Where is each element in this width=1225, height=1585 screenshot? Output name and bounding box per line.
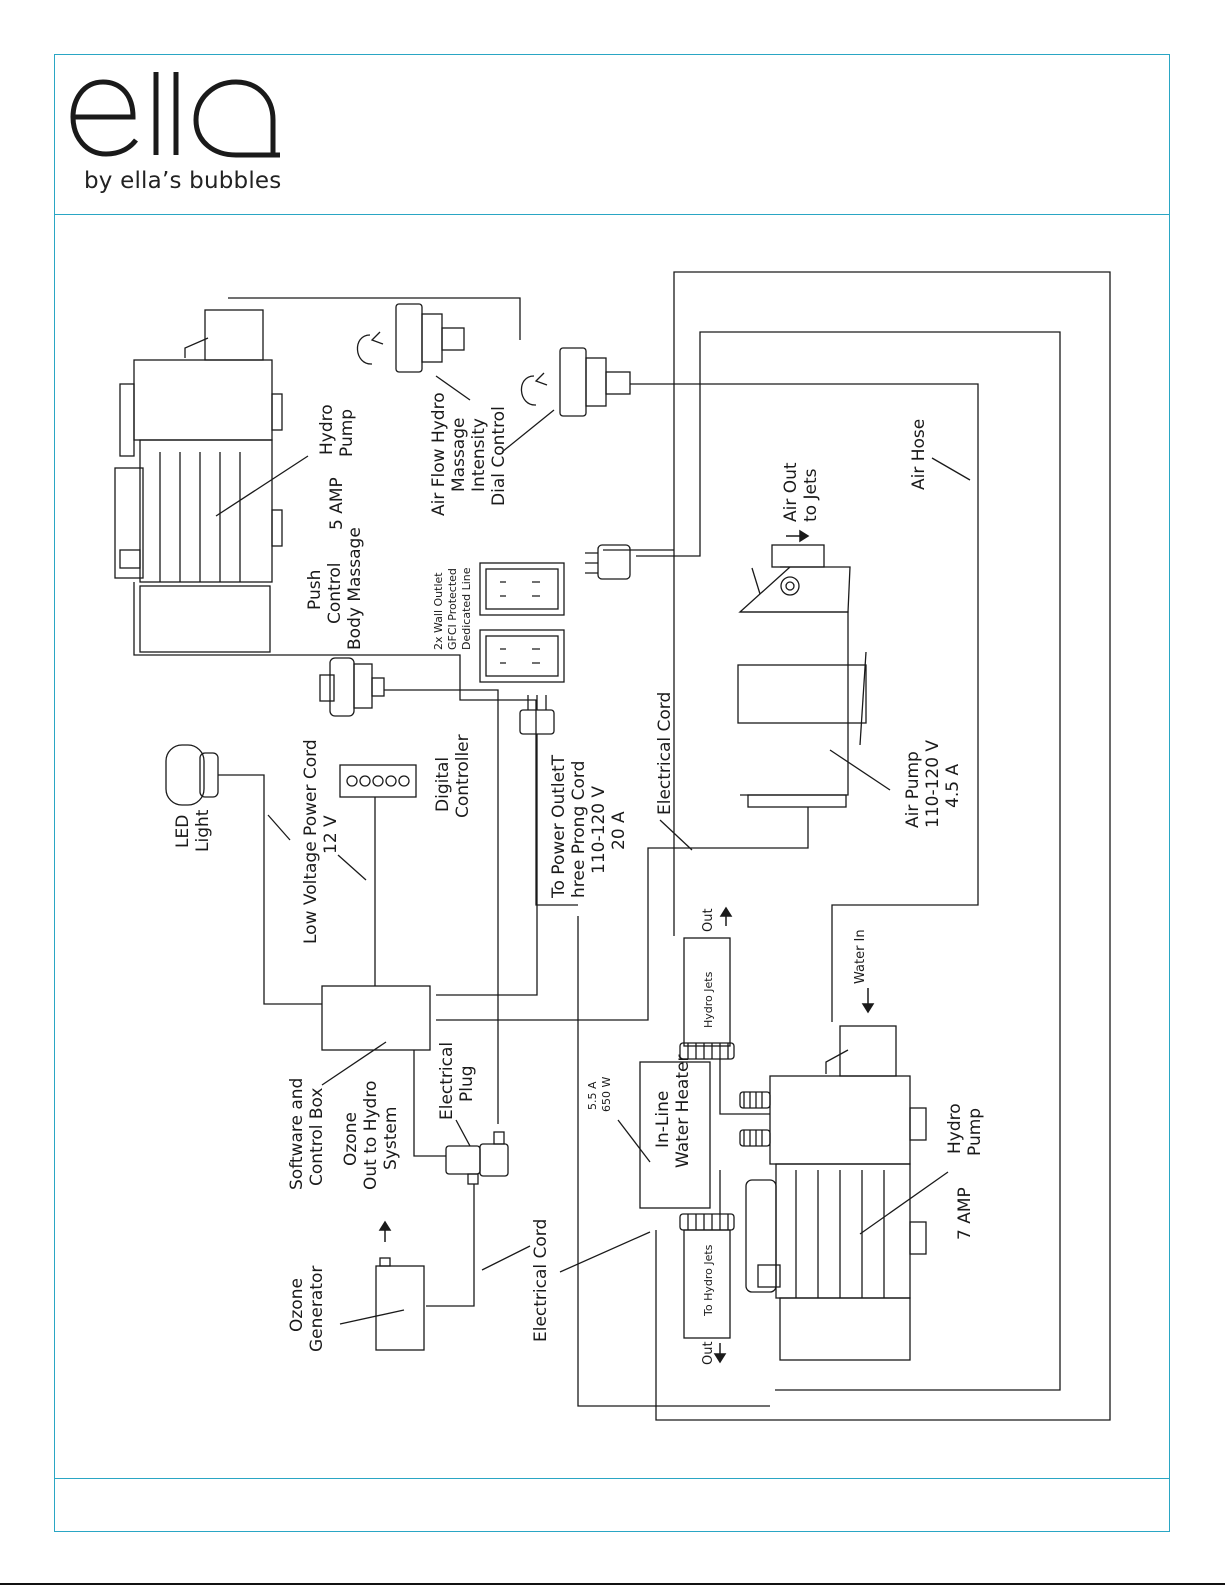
brand-tagline: by ella’s bubbles <box>84 168 282 194</box>
label-push-control: Push Control Body Massage <box>305 527 365 650</box>
label-out-top: Out <box>701 908 716 932</box>
digital-controller <box>339 764 417 798</box>
electrical-plug <box>445 1131 509 1185</box>
label-amp5: 5 AMP <box>327 477 347 530</box>
wall-outlet-pair <box>479 562 565 683</box>
label-electrical-plug: Electrical Plug <box>437 1036 477 1120</box>
label-to-hydro-jets: To Hydro Jets <box>702 1244 715 1317</box>
label-hydro-pump-top: Hydro Pump <box>317 399 357 457</box>
label-wall-outlet: 2x Wall Outlet GFCI Protected Dedicated … <box>432 565 473 650</box>
pipe-coupling-top <box>679 1042 735 1060</box>
software-control-box <box>321 985 431 1051</box>
label-electrical-cord-bottom: Electrical Cord <box>531 1219 551 1342</box>
header-divider <box>54 214 1170 215</box>
air-pump-cord <box>436 807 809 1021</box>
label-hydro-jets: Hydro Jets <box>702 971 715 1028</box>
led-light <box>165 744 219 806</box>
label-low-voltage: Low Voltage Power Cord 12 V <box>301 734 341 944</box>
ella-logo: ella <box>70 72 280 158</box>
pipe-coupling-bottom <box>679 1213 735 1231</box>
label-air-flow: Air Flow Hydro Massage Intensity Dial Co… <box>429 387 509 516</box>
label-amp7: 7 AMP <box>955 1187 975 1240</box>
page-bottom-rule <box>0 1583 1225 1585</box>
air-pump <box>737 544 867 808</box>
air-hose-line <box>630 383 979 1022</box>
labels: Hydro Pump 5 AMP Air Flow Hydro Massage … <box>173 387 985 1365</box>
air-flow-dial-bottom <box>520 347 631 417</box>
label-air-pump: Air Pump 110-120 V 4.5 A <box>903 735 963 828</box>
hydro-jets-pipe-top <box>683 937 731 1047</box>
footer-divider <box>54 1478 1170 1479</box>
label-in-line-heater: In-Line Water Heater <box>653 1055 693 1168</box>
in-line-water-heater <box>639 1061 711 1209</box>
return-line <box>577 916 770 1407</box>
hose-inner-loop <box>636 331 1061 1391</box>
label-digital-controller: Digital Controller <box>433 734 473 818</box>
air-switch <box>585 544 631 580</box>
label-ozone-generator: Ozone Generator <box>287 1266 327 1352</box>
label-hydro-pump-bottom: Hydro Pump <box>945 1098 985 1156</box>
label-software-box: Software and Control Box <box>287 1072 327 1190</box>
label-air-out: Air Out to Jets <box>781 457 821 522</box>
label-out-bottom: Out <box>701 1341 716 1365</box>
ozone-generator <box>375 1265 425 1351</box>
air-flow-dial-top <box>356 303 465 373</box>
push-control <box>319 657 385 717</box>
power-plug <box>519 695 555 744</box>
label-heater-specs: 5.5 A 650 W <box>586 1077 613 1112</box>
label-ozone-out: Ozone Out to Hydro System <box>341 1075 401 1190</box>
hydro-pump-bottom <box>739 1025 927 1361</box>
label-electrical-cord-top: Electrical Cord <box>655 692 675 815</box>
hydro-pump-top <box>114 309 283 653</box>
page-frame <box>54 54 1170 1532</box>
label-power-outlet: To Power OutletT hree Prong Cord 110-120… <box>549 749 629 899</box>
label-water-in: Water In <box>853 929 868 984</box>
hose-outer-loop <box>655 271 1111 1421</box>
label-led-light: LED Light <box>173 809 213 852</box>
label-air-hose: Air Hose <box>909 419 929 490</box>
